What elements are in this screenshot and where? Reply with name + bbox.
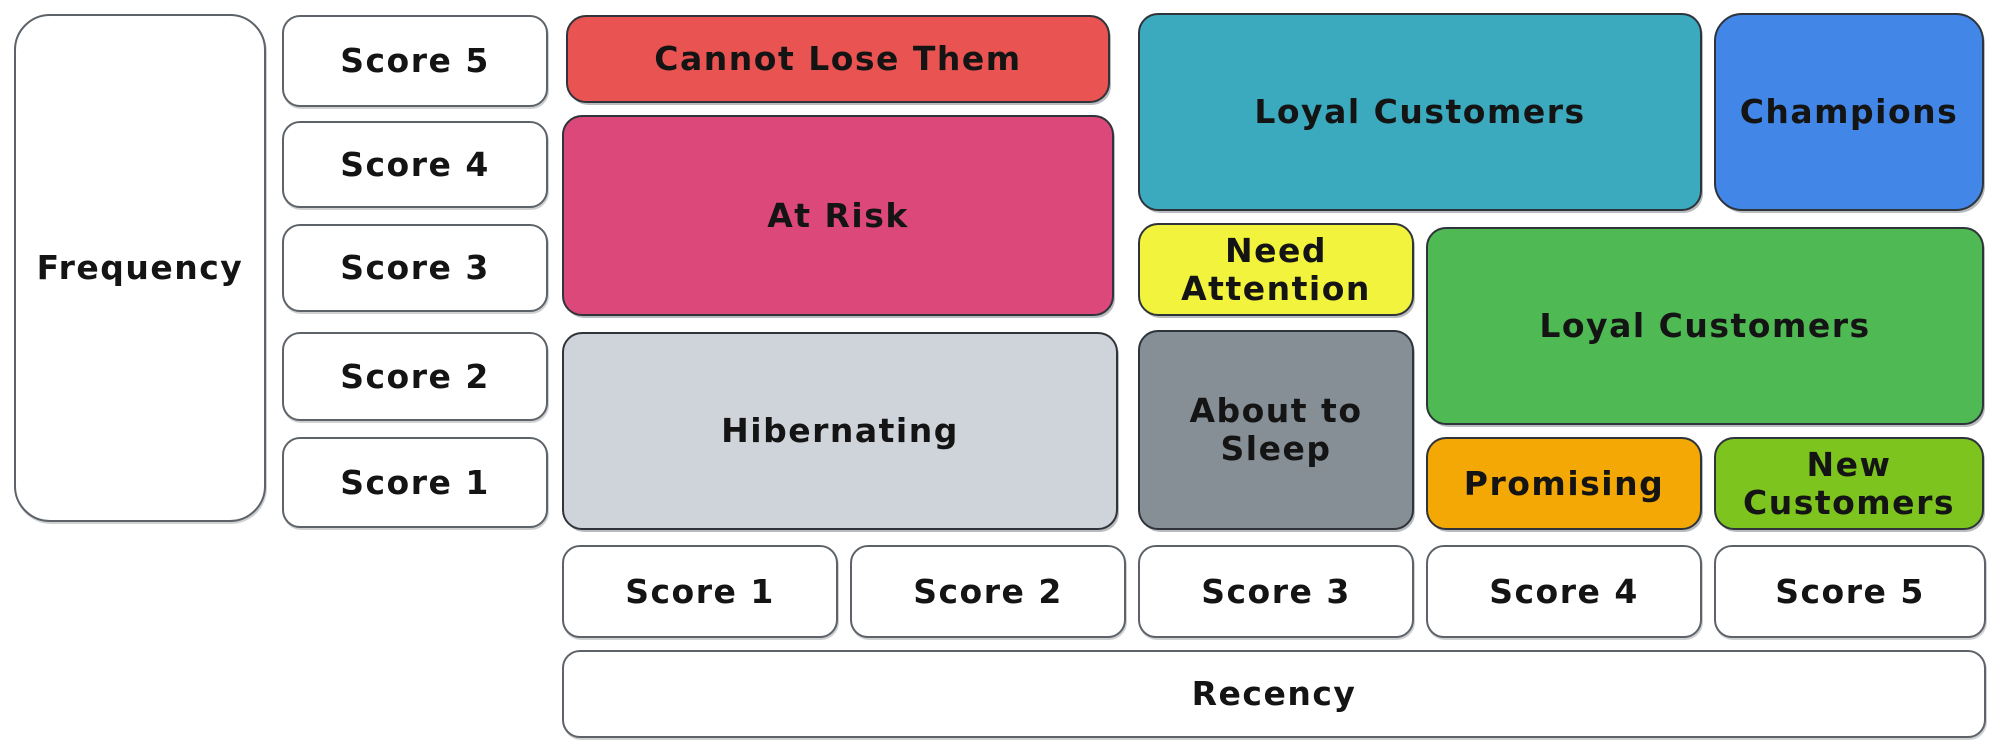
segment-need-attention: Need Attention [1138, 223, 1414, 316]
segment-about-to-sleep: About to Sleep [1138, 330, 1414, 530]
frequency-score-1: Score 1 [282, 437, 548, 528]
segment-cannot-lose-them: Cannot Lose Them [566, 15, 1110, 103]
segment-hibernating: Hibernating [562, 332, 1118, 530]
segment-champions: Champions [1714, 13, 1984, 211]
recency-score-1: Score 1 [562, 545, 838, 638]
segment-at-risk: At Risk [562, 115, 1114, 316]
frequency-score-4: Score 4 [282, 121, 548, 208]
frequency-score-5: Score 5 [282, 15, 548, 107]
segment-loyal-customers-right: Loyal Customers [1426, 227, 1984, 425]
segment-new-customers: New Customers [1714, 437, 1984, 530]
frequency-axis-label: Frequency [14, 14, 266, 522]
recency-score-4: Score 4 [1426, 545, 1702, 638]
segment-promising: Promising [1426, 437, 1702, 530]
segment-loyal-customers-top: Loyal Customers [1138, 13, 1702, 211]
recency-score-5: Score 5 [1714, 545, 1986, 638]
frequency-score-2: Score 2 [282, 332, 548, 421]
frequency-score-3: Score 3 [282, 224, 548, 312]
recency-axis-label: Recency [562, 650, 1986, 738]
recency-score-3: Score 3 [1138, 545, 1414, 638]
recency-score-2: Score 2 [850, 545, 1126, 638]
